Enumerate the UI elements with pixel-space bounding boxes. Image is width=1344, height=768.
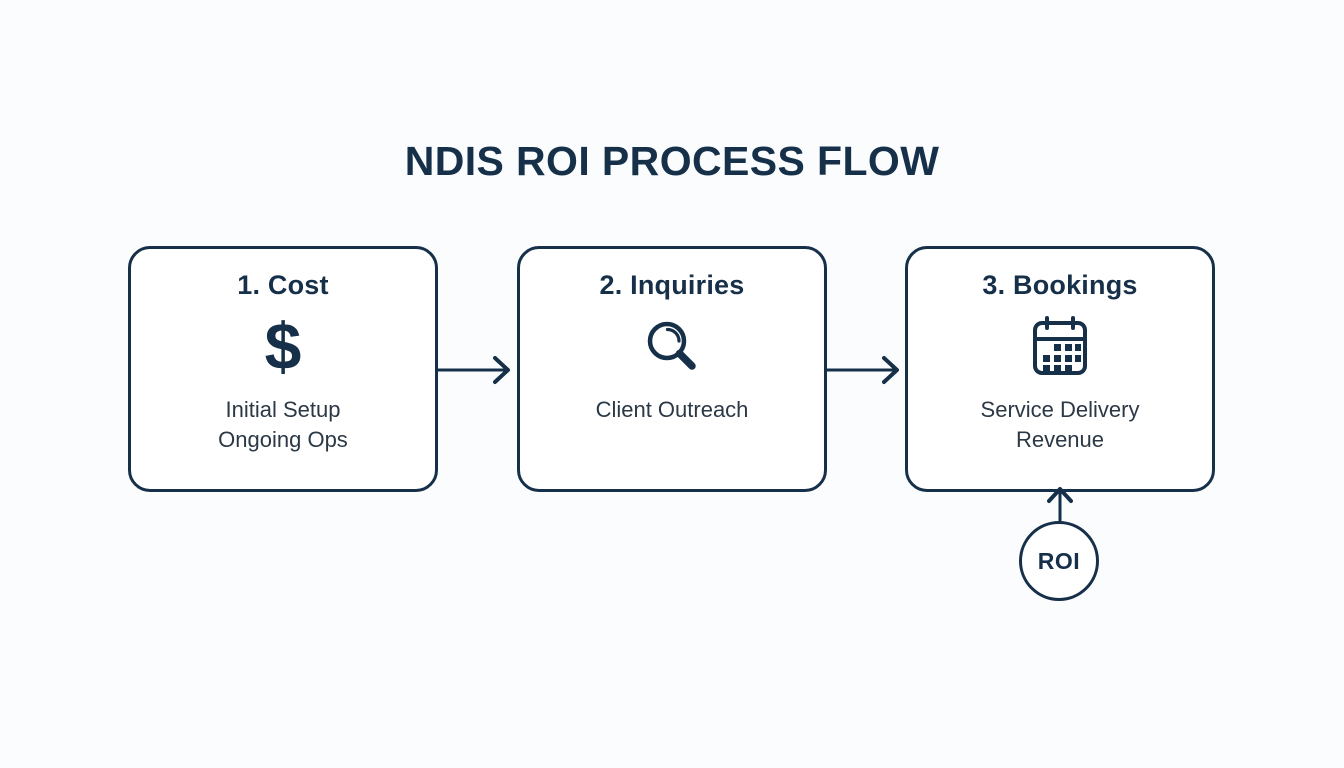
- calendar-icon: [1030, 313, 1090, 379]
- step-card-bookings[interactable]: 3. Bookings Service Delivery Reve: [905, 246, 1215, 492]
- step-heading: 1. Cost: [237, 270, 329, 300]
- page-title: NDIS ROI PROCESS FLOW: [404, 138, 940, 184]
- step-caption: Initial Setup Ongoing Ops: [218, 395, 348, 455]
- step-card-inquiries[interactable]: 2. Inquiries Client Outreach: [517, 246, 827, 492]
- step-heading: 3. Bookings: [982, 270, 1138, 300]
- arrow-up-icon: [1040, 485, 1080, 527]
- step-card-cost[interactable]: 1. Cost $ Initial Setup Ongoing Ops: [128, 246, 438, 492]
- step-heading: 2. Inquiries: [599, 270, 745, 300]
- dollar-sign-icon: $: [265, 313, 302, 379]
- caption-line: Revenue: [1015, 427, 1105, 453]
- arrow-right-icon: [438, 353, 516, 387]
- dollar-sign-glyph: $: [264, 309, 302, 384]
- arrow-right-icon: [827, 353, 905, 387]
- caption-line: Service Delivery: [980, 397, 1140, 423]
- magnifying-glass-icon: [639, 313, 705, 379]
- step-caption: Service Delivery Revenue: [981, 395, 1140, 455]
- caption-line: Ongoing Ops: [218, 427, 348, 453]
- roi-node[interactable]: ROI: [1019, 521, 1099, 601]
- roi-label: ROI: [1037, 547, 1081, 574]
- step-caption: Client Outreach: [596, 395, 749, 425]
- caption-line: Initial Setup: [225, 397, 341, 423]
- caption-line: Client Outreach: [595, 397, 749, 423]
